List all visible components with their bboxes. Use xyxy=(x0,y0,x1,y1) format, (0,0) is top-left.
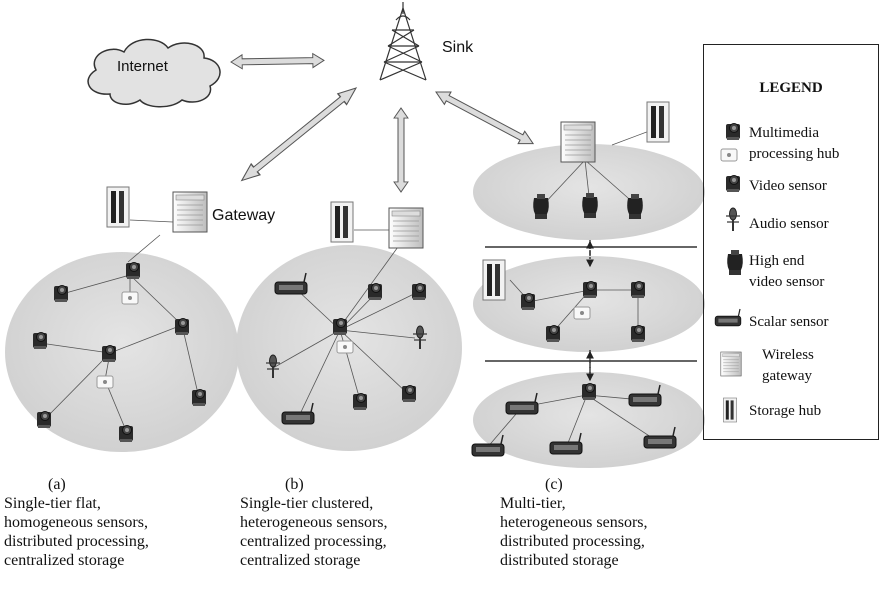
wireless-gateway-icon xyxy=(172,191,208,233)
storage-hub-icon xyxy=(646,101,670,143)
caption-line: homogeneous sensors, xyxy=(4,514,148,531)
internet-label: Internet xyxy=(117,58,168,75)
legend-item-audio-sensor: Audio sensor xyxy=(749,214,829,235)
video-sensor-icon xyxy=(545,325,561,343)
caption-line: heterogeneous sensors, xyxy=(500,514,648,531)
legend-item-label: Wireless xyxy=(762,347,814,363)
storage-hub-icon xyxy=(106,186,130,228)
wireless-gateway-icon xyxy=(560,121,596,163)
caption-c: (c) Multi-tier, heterogeneous sensors, d… xyxy=(500,475,648,570)
video-sensor-icon xyxy=(332,318,348,336)
legend-title: LEGEND xyxy=(759,80,823,96)
legend-item-label: Video sensor xyxy=(749,178,827,194)
caption-line: centralized storage xyxy=(240,552,361,569)
video-sensor-icon xyxy=(191,389,207,407)
video-sensor-icon xyxy=(53,285,69,303)
caption-letter: (b) xyxy=(285,476,304,493)
caption-line: Single-tier clustered, xyxy=(240,495,374,512)
video-sensor-icon xyxy=(352,393,368,411)
legend-item-label: Audio sensor xyxy=(749,216,829,232)
video-sensor-icon xyxy=(118,425,134,443)
legend-item-label: Storage hub xyxy=(749,403,822,419)
caption-b: (b) Single-tier clustered, heterogeneous… xyxy=(240,475,388,570)
storage-hub-icon xyxy=(330,201,354,243)
links-a xyxy=(39,234,200,434)
multimedia-hub-icon xyxy=(121,291,139,305)
video-sensor-icon xyxy=(367,283,383,301)
sink-label: Sink xyxy=(442,39,474,56)
caption-line: centralized processing, xyxy=(240,533,387,550)
video-sensor-icon xyxy=(36,411,52,429)
wireless-gateway-icon xyxy=(388,207,424,249)
legend-item-label: processing hub xyxy=(749,146,840,162)
video-sensor-icon xyxy=(411,283,427,301)
sink-tower-icon xyxy=(379,2,427,81)
legend-item-label: gateway xyxy=(762,368,812,384)
legend-item-multimedia-hub: Multimedia processing hub xyxy=(749,123,839,165)
legend: LEGEND Multimedia processing hub Video s… xyxy=(703,44,879,440)
video-sensor-icon xyxy=(582,281,598,299)
video-sensor-icon xyxy=(101,345,117,363)
legend-item-label: High end xyxy=(749,253,805,269)
video-sensor-icon xyxy=(401,385,417,403)
storage-hub-icon xyxy=(482,259,506,301)
caption-a: (a) Single-tier flat, homogeneous sensor… xyxy=(4,475,149,570)
multimedia-hub-icon xyxy=(96,375,114,389)
devices-b xyxy=(265,201,428,425)
video-sensor-icon xyxy=(630,281,646,299)
devices-a xyxy=(32,186,208,443)
video-sensor-icon xyxy=(174,318,190,336)
legend-item-scalar-sensor: Scalar sensor xyxy=(749,312,829,333)
caption-line: Multi-tier, xyxy=(500,495,566,512)
video-sensor-icon xyxy=(520,293,536,311)
video-sensor-icon xyxy=(32,332,48,350)
internet-cloud-icon xyxy=(87,38,221,108)
caption-letter: (a) xyxy=(48,476,66,493)
multimedia-hub-icon xyxy=(573,306,591,320)
caption-line: Single-tier flat, xyxy=(4,495,101,512)
legend-item-label: Multimedia xyxy=(749,125,819,141)
caption-line: distributed processing, xyxy=(500,533,645,550)
caption-line: heterogeneous sensors, xyxy=(240,514,388,531)
legend-item-storage-hub: Storage hub xyxy=(749,401,821,422)
multimedia-hub-icon xyxy=(336,340,354,354)
video-sensor-icon xyxy=(630,325,646,343)
caption-letter: (c) xyxy=(545,476,563,493)
legend-item-label: Scalar sensor xyxy=(749,314,829,330)
video-sensor-icon xyxy=(125,262,141,280)
caption-line: distributed storage xyxy=(500,552,619,569)
video-sensor-icon xyxy=(581,383,597,401)
legend-item-wireless-gateway: Wireless gateway xyxy=(762,345,814,387)
caption-line: centralized storage xyxy=(4,552,125,569)
gateway-label: Gateway xyxy=(212,207,276,224)
legend-item-video-sensor: Video sensor xyxy=(749,176,827,197)
legend-item-high-end-video-sensor: High end video sensor xyxy=(749,251,824,293)
legend-item-label: video sensor xyxy=(749,274,825,290)
caption-line: distributed processing, xyxy=(4,533,149,550)
